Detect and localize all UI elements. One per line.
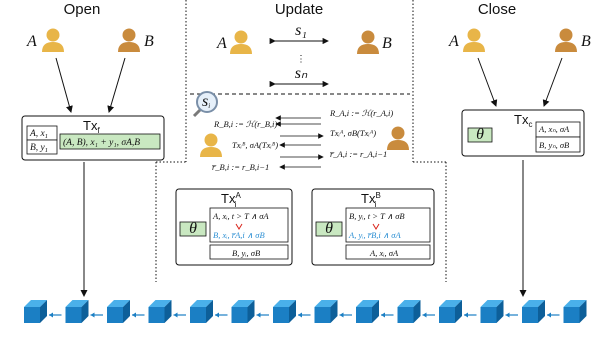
update-txb-out: A, xᵢ, σA [369,248,399,258]
magnifier-icon [192,91,218,118]
state-s1: s₁ [295,22,307,39]
block-link-arrowhead [381,312,385,318]
block-link-arrowhead [256,312,261,318]
exchange-row-1-right: R_A,i := ℋ(r_A,i) [329,108,393,118]
open-tx-input-2-text: B, y1 [30,143,48,154]
open-tx-input-2 [26,139,58,155]
update-txb-line-1: B, yᵢ, t > T ∧ σB [349,211,405,221]
open-arrow-b [107,57,126,113]
block-link-arrowhead [49,312,53,318]
close-tx-theta: θ [476,126,484,143]
close-tx-title: Txc [514,112,532,129]
party-b-close-icon [555,28,577,52]
update-txb-check-icon [372,223,380,230]
block-link-arrowhead [422,312,427,318]
section-title-close: Close [478,1,516,18]
party-a-close-label: A [448,33,459,50]
block-icon [231,300,255,323]
block-icon [314,300,338,323]
party-b-exchange-icon [387,126,409,150]
open-tx-input-1-text: A, x1 [29,129,48,140]
blockchain [24,300,587,323]
update-txa-theta: θ [189,220,197,237]
open-tx-title: Txf [83,118,100,135]
update-txa-output-1 [209,207,289,243]
block-icon [273,300,296,323]
update-txb-theta: θ [325,220,333,237]
open-tx-output-text: (A, B), x₁ + y₁, σA,B [63,137,140,148]
update-txb-line-2: A, yᵢ, r̅B,i ∧ σA [348,230,401,240]
magnifier-label: si [202,93,210,110]
block-link-arrowhead [298,312,302,318]
update-txa-output-2 [209,244,289,260]
exchange-row-1-left: R_B,i := ℋ(r_B,i) [213,119,277,129]
party-b-open-label: B [144,33,154,50]
exchange-row-3-right: r̅_A,i := r_A,i−1 [330,149,388,159]
open-arrow-a [55,57,73,113]
block-icon [563,300,587,323]
close-arrow-b [542,57,563,107]
block-icon [148,300,172,323]
party-b-open-icon [118,28,140,52]
block-icon [190,300,213,323]
update-txa-input [179,221,207,237]
block-icon [24,300,47,323]
update-txb-input [315,221,343,237]
block-icon [65,300,89,323]
section-title-open: Open [64,1,101,18]
party-a-exchange-icon [200,133,222,157]
update-txb-output-1 [345,207,431,243]
party-a-open-label: A [26,33,37,50]
close-arrow-a [477,57,498,107]
block-link-arrowhead [505,312,510,318]
block-link-arrowhead [464,312,468,318]
party-a-update-label: A [216,35,227,52]
block-icon [356,300,379,323]
party-b-close-label: B [581,33,591,50]
close-tx-out-1: A, xₙ, σA [538,124,570,134]
block-link-arrowhead [339,312,344,318]
block-link-arrowhead [132,312,136,318]
open-tx-output [59,133,161,150]
section-title-update: Update [275,1,323,18]
update-txa-out: B, yᵢ, σB [232,248,260,258]
close-tx-output-2 [535,136,581,153]
update-txb-output-2 [345,244,431,260]
block-icon [397,300,421,323]
update-txa-line-1: A, xᵢ, t > T ∧ σA [212,211,269,221]
exchange-row-2-right: Txᵢᴬ, σB(Txᵢᴬ) [330,128,376,138]
close-tx-input [467,127,493,143]
block-link-arrowhead [547,312,551,318]
block-link-arrowhead [173,312,178,318]
state-ellipsis: ⋮ [296,55,306,65]
update-txa-check-icon [235,223,243,230]
block-icon [480,300,504,323]
block-link-arrowhead [215,312,219,318]
block-icon [107,300,130,323]
close-tx-out-2: B, yₙ, σB [539,140,569,150]
exchange-row-2-left: Txᵢᴮ, σA(Txᵢᴮ) [232,140,278,150]
party-b-update-icon [357,30,379,54]
party-a-open-icon [42,28,64,52]
exchange-row-3-left: r̅_B,i := r_B,i−1 [212,162,270,172]
block-icon [439,300,462,323]
party-a-update-icon [230,30,252,54]
party-a-close-icon [463,28,485,52]
party-b-update-label: B [382,35,392,52]
block-link-arrowhead [90,312,95,318]
update-txa-line-2: B, xᵢ, r̅A,i ∧ σB [213,230,265,240]
block-icon [522,300,545,323]
state-sn: sₙ [295,65,308,82]
